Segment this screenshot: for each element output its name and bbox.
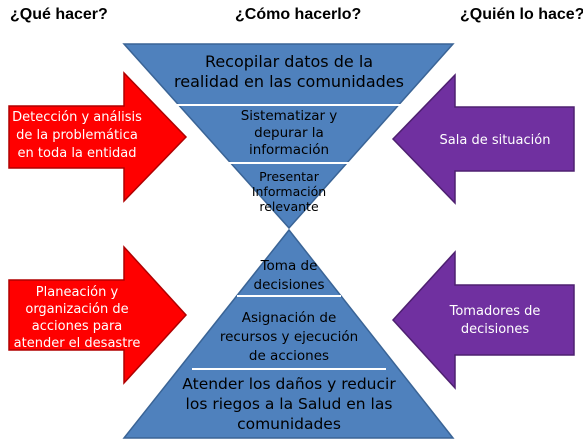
left-arrow-bottom: Planeación y organización de acciones para…: [8, 245, 188, 385]
funnel-level-3-text-line: Información: [252, 184, 326, 199]
left-arrow-top: Detección y análisis de la problemática en…: [8, 71, 188, 203]
right-arrow-bottom-text-line: Tomadores de: [449, 304, 541, 319]
left-arrow-bottom-text: Planeación y organización de acciones para…: [14, 285, 141, 351]
funnel-level-2-text-line: información: [249, 142, 329, 158]
header-how: ¿Cómo hacerlo?: [235, 6, 362, 23]
left-arrow-top-text-line: de la problemática: [16, 128, 138, 143]
right-arrow-top-shape: [391, 73, 575, 205]
right-arrow-top: Sala de situación: [391, 73, 575, 205]
pyramid-level-2-text-line: recursos y ejecución: [220, 329, 358, 345]
pyramid-level-3-text: Atender los daños y reducir los riegos a …: [182, 375, 396, 433]
funnel-level-1-text-line: realidad en las comunidades: [174, 72, 404, 91]
funnel-level-2-text-line: depurar la: [254, 125, 324, 141]
right-arrow-bottom-text: Tomadores de decisiones: [449, 304, 541, 337]
pyramid-level-3-text-line: los riegos a la Salud en las: [186, 395, 393, 413]
pyramid-level-1-text-line: decisiones: [254, 277, 325, 293]
right-arrow-bottom-shape: [391, 250, 575, 390]
left-arrow-bottom-text-line: Planeación y: [36, 285, 119, 300]
funnel-shape: [122, 43, 455, 230]
pyramid-level-3-text-line: comunidades: [237, 415, 341, 433]
pyramid-level-1-text: Toma de decisiones: [254, 258, 325, 293]
left-arrow-top-shape: [8, 71, 188, 203]
right-arrow-top-text: Sala de situación: [440, 133, 551, 148]
left-arrow-top-text-line: Detección y análisis: [12, 110, 142, 125]
left-arrow-top-text: Detección y análisis de la problemática en…: [12, 110, 142, 161]
header-what: ¿Qué hacer?: [10, 6, 108, 23]
pyramid-level-2-text-line: de acciones: [249, 348, 329, 364]
right-arrow-top-text-line: Sala de situación: [440, 133, 551, 148]
left-arrow-bottom-text-line: organización de: [25, 302, 128, 317]
funnel-level-1-text-line: Recopilar datos de la: [205, 52, 373, 71]
left-arrow-top-text-line: en toda la entidad: [18, 146, 137, 161]
pyramid-level-2-text-line: Asignación de: [242, 310, 337, 326]
pyramid-level-2-text: Asignación de recursos y ejecución de acci…: [220, 310, 358, 364]
header-who: ¿Quién lo hace?: [460, 6, 583, 23]
left-arrow-bottom-shape: [8, 245, 188, 385]
right-arrow-bottom: Tomadores de decisiones: [391, 250, 575, 390]
left-arrow-bottom-text-line: acciones para: [32, 319, 123, 334]
funnel-level-3-text-line: relevante: [259, 199, 319, 214]
pyramid-group: Toma de decisiones Asignación de recursos …: [122, 228, 455, 439]
pyramid-level-1-text-line: Toma de: [260, 258, 318, 274]
funnel-level-3-text-line: Presentar: [259, 169, 320, 184]
funnel-level-2-text-line: Sistematizar y: [241, 108, 338, 124]
right-arrow-bottom-text-line: decisiones: [461, 322, 530, 337]
pyramid-shape: [122, 228, 455, 439]
pyramid-level-3-text-line: Atender los daños y reducir: [182, 375, 396, 393]
left-arrow-bottom-text-line: atender el desastre: [14, 336, 141, 351]
